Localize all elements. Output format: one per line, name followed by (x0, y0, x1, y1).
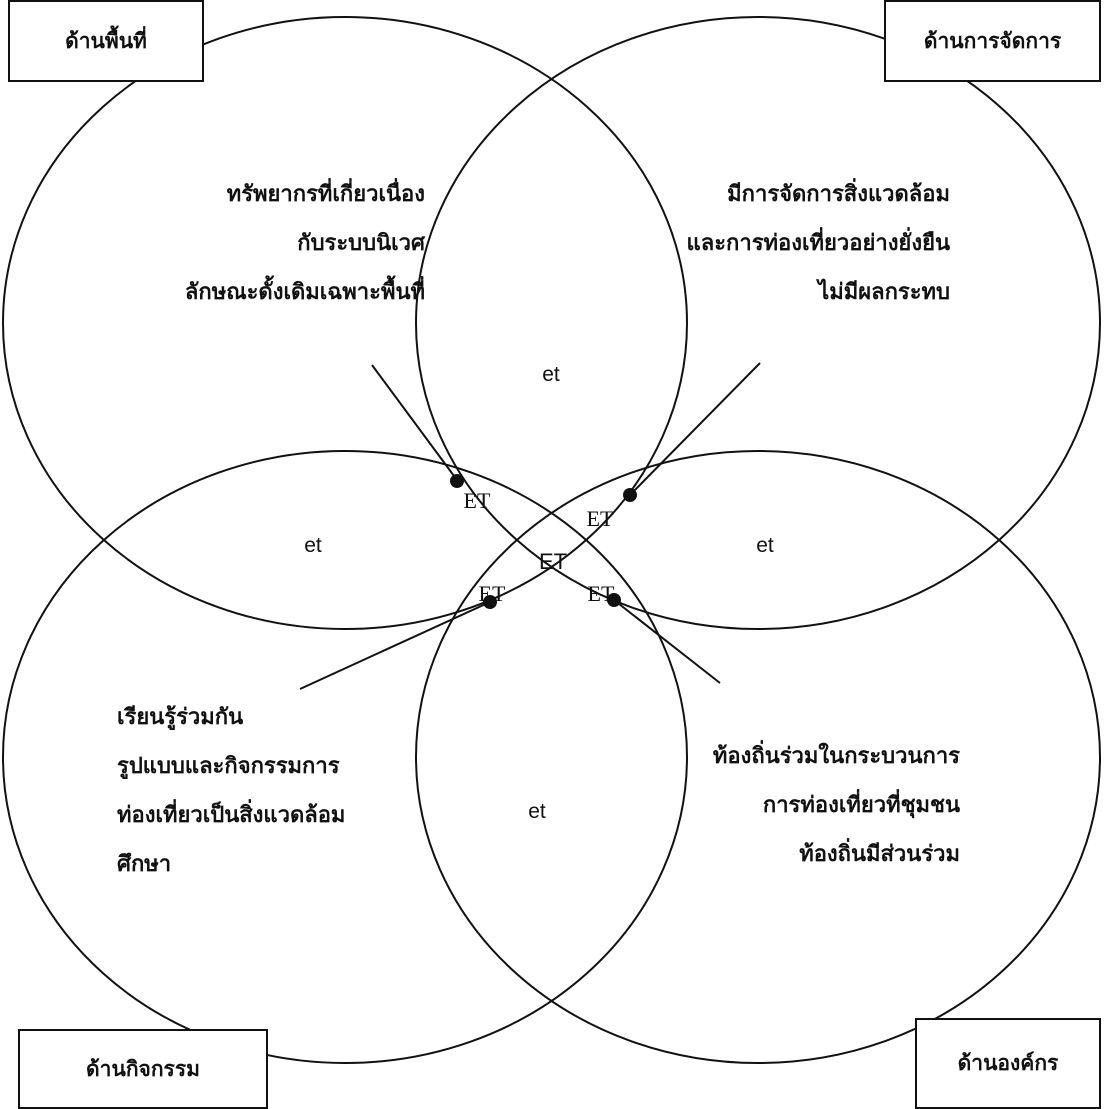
region-label-center: ET (539, 549, 567, 574)
pointer-line-lower-right (614, 600, 720, 683)
organization-description: ท้องถิ่นร่วมในกระบวนการ การท่องเที่ยวที่… (620, 732, 960, 879)
organization-description-line: การท่องเที่ยวที่ชุมชน (620, 781, 960, 830)
area-description: ทรัพยากรที่เกี่ยวเนื่อง กับระบบนิเวศ ลัก… (100, 170, 425, 317)
region-label-top: et (542, 363, 560, 386)
region-label-lower-left: ET (479, 581, 506, 606)
activity-description-line: ท่องเที่ยวเป็นสิ่งแวดล้อม (117, 791, 417, 840)
management-description-line: และการท่องเที่ยวอย่างยั่งยืน (620, 219, 950, 268)
pointer-line-upper-right (630, 363, 760, 495)
region-label-bottom: et (528, 800, 546, 823)
activity-description-line: เรียนรู้ร่วมกัน (117, 693, 417, 742)
pointer-line-upper-left (372, 365, 457, 480)
activity-description-line: ศึกษา (117, 840, 417, 889)
corner-label-activity: ด้านกิจกรรม (18, 1029, 268, 1109)
region-label-upper-right: ET (587, 506, 614, 531)
region-label-upper-left: ET (464, 488, 491, 513)
region-label-left: et (304, 534, 322, 557)
management-description: มีการจัดการสิ่งแวดล้อม และการท่องเที่ยวอ… (620, 170, 950, 317)
organization-description-line: ท้องถิ่นมีส่วนร่วม (620, 830, 960, 879)
corner-label-area: ด้านพื้นที่ (8, 0, 204, 82)
region-label-right: et (756, 534, 774, 557)
area-description-line: ลักษณะดั้งเดิมเฉพาะพื้นที่ (100, 268, 425, 317)
activity-description-line: รูปแบบและกิจกรรมการ (117, 742, 417, 791)
corner-label-activity-text: ด้านกิจกรรม (86, 1053, 200, 1086)
corner-label-organization-text: ด้านองค์กร (958, 1047, 1059, 1080)
activity-description: เรียนรู้ร่วมกัน รูปแบบและกิจกรรมการ ท่อง… (117, 693, 417, 889)
pointer-dot-upper-left (450, 474, 464, 488)
management-description-line: ไม่มีผลกระทบ (620, 268, 950, 317)
region-label-lower-right: ET (588, 581, 615, 606)
organization-description-line: ท้องถิ่นร่วมในกระบวนการ (620, 732, 960, 781)
corner-label-area-text: ด้านพื้นที่ (65, 25, 147, 58)
pointer-dot-upper-right (623, 488, 637, 502)
pointer-line-lower-left (300, 602, 490, 689)
corner-label-management: ด้านการจัดการ (884, 0, 1101, 82)
corner-label-management-text: ด้านการจัดการ (924, 25, 1061, 58)
corner-label-organization: ด้านองค์กร (915, 1018, 1101, 1109)
area-description-line: ทรัพยากรที่เกี่ยวเนื่อง (100, 170, 425, 219)
area-description-line: กับระบบนิเวศ (100, 219, 425, 268)
management-description-line: มีการจัดการสิ่งแวดล้อม (620, 170, 950, 219)
